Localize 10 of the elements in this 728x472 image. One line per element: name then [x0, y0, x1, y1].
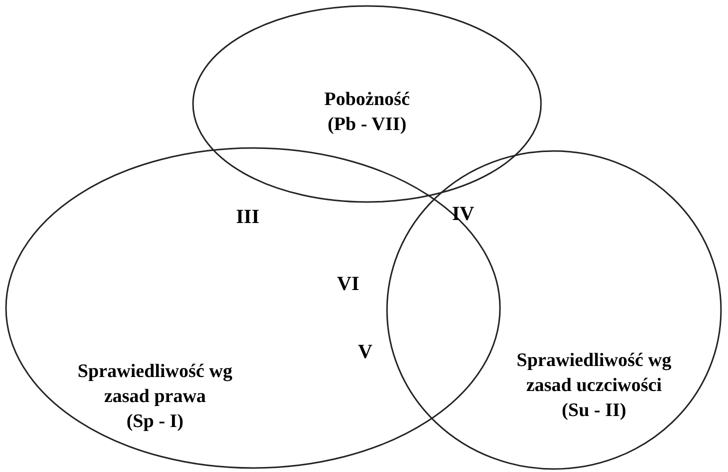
set-code: (Su - II)	[560, 399, 628, 423]
region-numeral: IV	[452, 202, 474, 226]
set-name: Sprawiedliwość wg zasad uczciwości	[516, 349, 672, 398]
region-numeral: III	[236, 205, 260, 229]
set-name: Pobożność	[323, 88, 411, 112]
set-code: (Sp - I)	[125, 410, 184, 434]
region-numeral: VI	[337, 272, 360, 296]
region-numeral: V	[358, 340, 372, 364]
set-code: (Pb - VII)	[326, 113, 408, 137]
set-name: Sprawiedliwość wg zasad prawa	[76, 360, 234, 409]
